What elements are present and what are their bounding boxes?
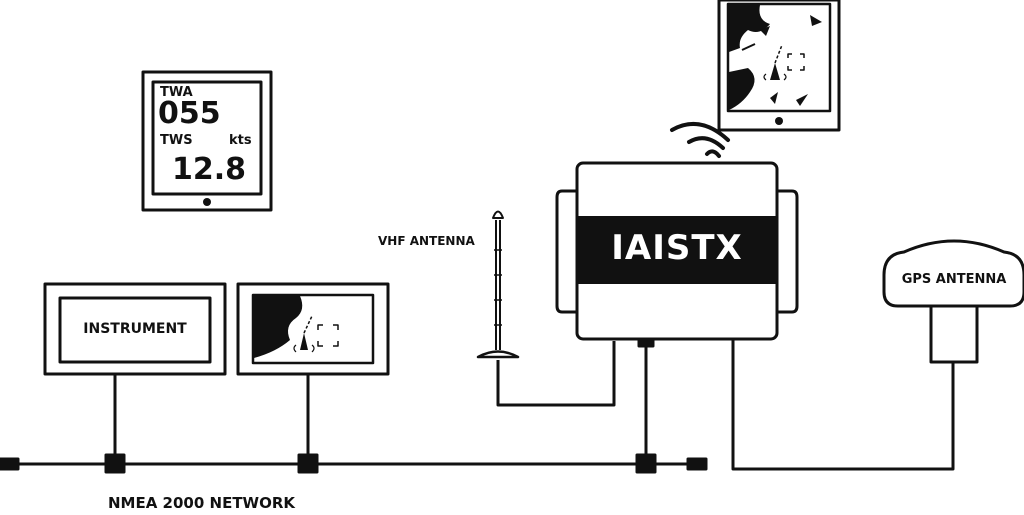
instrument-label: INSTRUMENT [83,321,187,337]
instrument-box [43,282,227,376]
twa-value: 055 [158,96,221,131]
tws-value: 12.8 [172,152,247,187]
nmea-backbone [0,453,708,474]
wifi-icon [670,122,730,158]
vhf-antenna-label: VHF ANTENNA [378,234,475,248]
gps-antenna-label: GPS ANTENNA [901,272,1007,287]
iaistx-label: IAISTX [611,228,743,268]
twa-label: TWA [160,85,193,100]
wind-display [141,70,273,212]
tws-label: TWS [160,133,193,148]
vhf-antenna-icon [476,210,616,407]
gps-cable [731,338,955,471]
tws-unit: kts [229,133,252,148]
tablet-icon [717,0,841,132]
chartplotter-icon [236,282,390,376]
gps-dome-icon [882,239,1024,364]
network-label: NMEA 2000 NETWORK [108,494,296,512]
iaistx-unit [555,161,799,341]
